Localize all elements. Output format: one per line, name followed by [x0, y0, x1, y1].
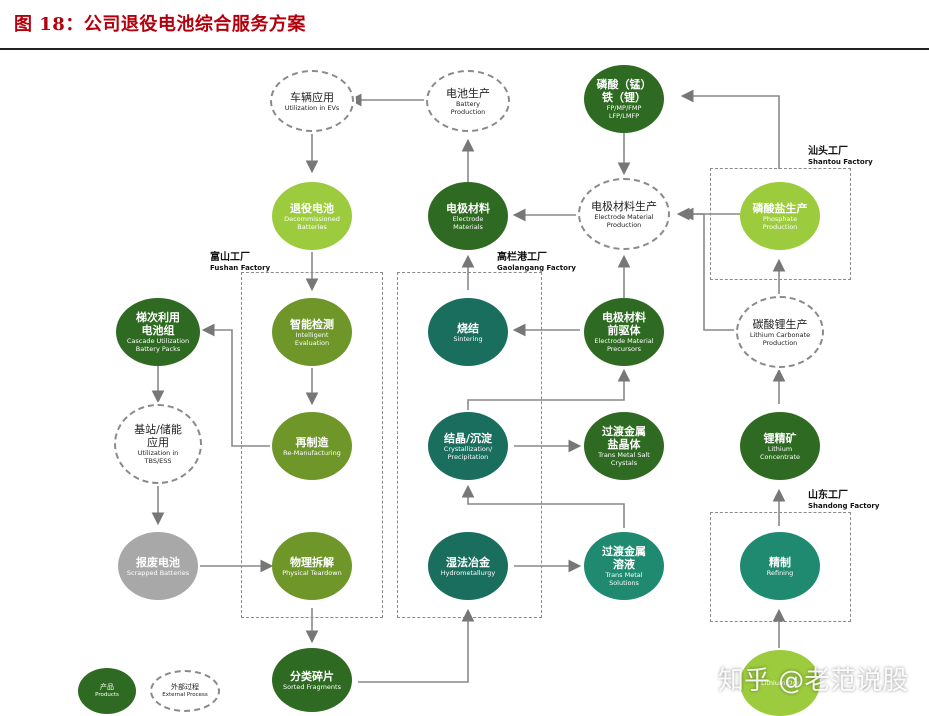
arrow-shantou-to-iron-phosphate	[680, 89, 780, 169]
arrow-remanufacturing-to-cascade	[201, 323, 270, 447]
arrow-solutions-to-crystallization	[461, 484, 625, 528]
arrow-fragments-to-hydrometallurgy	[358, 608, 475, 683]
figure-title: 图 18：公司退役电池综合服务方案	[14, 14, 306, 35]
watermark: 知乎 @老范说股	[718, 666, 909, 696]
title-rule	[0, 48, 929, 50]
arrow-lithium-carbonate-to-electrode-production	[680, 207, 740, 331]
node-iron-phosphate: 磷酸（锰）铁（锂）FP/MP/FMP LFP/LMFP	[584, 65, 664, 133]
zone-shantou	[710, 168, 851, 280]
node-lithium-ore: Lithium Ore	[740, 650, 820, 716]
arrow-crystallization-to-precursors	[467, 368, 631, 410]
